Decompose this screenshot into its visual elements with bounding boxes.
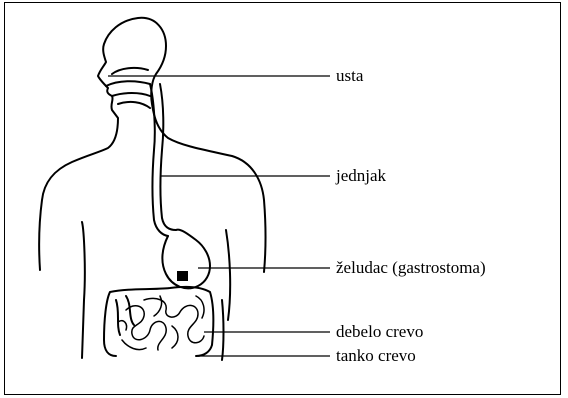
small-intestine-coils [118, 296, 204, 350]
label-large-intestine: debelo crevo [336, 323, 423, 340]
label-esophagus: jednjak [336, 167, 386, 184]
label-stomach: želudac (gastrostoma) [336, 259, 486, 276]
label-small-intestine: tanko crevo [336, 347, 416, 364]
gastrostomy-marker [177, 271, 188, 281]
label-mouth: usta [336, 67, 363, 84]
esophagus-tube [150, 84, 176, 236]
